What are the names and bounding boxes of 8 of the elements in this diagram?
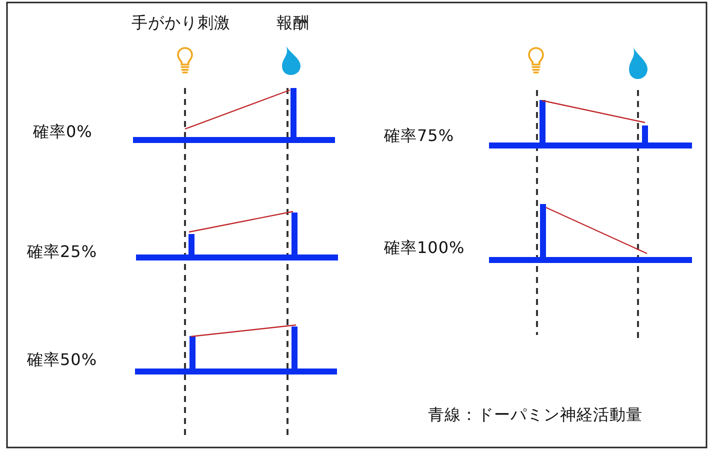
legend-note: 青線：ドーパミン神経活動量 (428, 406, 642, 424)
row-label: 確率50% (27, 351, 98, 369)
row-label: 確率75% (384, 127, 454, 145)
column-heading: 報酬 (276, 14, 310, 32)
column-heading: 手がかり刺激 (132, 14, 230, 32)
row-label: 確率0% (33, 123, 92, 141)
row-label: 確率100% (384, 239, 465, 257)
row-label: 確率25% (27, 243, 98, 261)
